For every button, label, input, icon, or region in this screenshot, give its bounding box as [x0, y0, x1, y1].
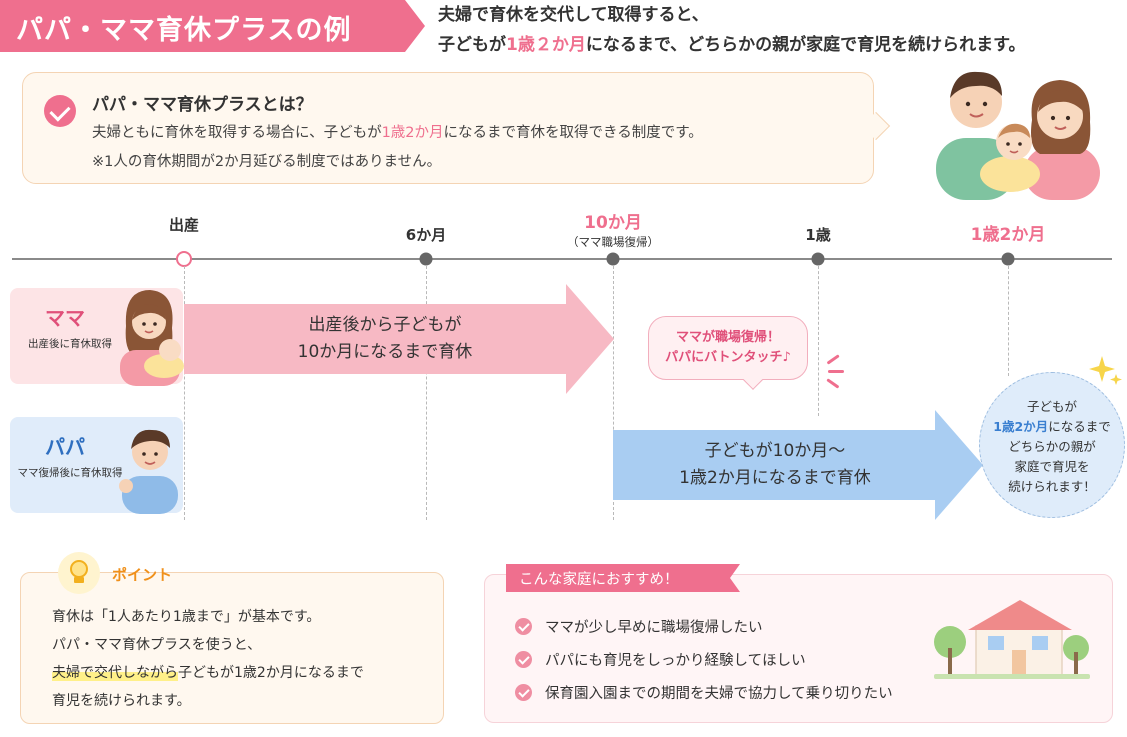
check-icon — [515, 618, 532, 635]
spark-mark — [826, 378, 840, 389]
page-title: パパ・ママ育休プラスの例 — [16, 15, 352, 46]
timeline-guide — [818, 266, 819, 416]
spark-mark — [826, 354, 840, 365]
timeline-label-1y: 1歳 — [805, 226, 831, 244]
header-desc-line1: 夫婦で育休を交代して取得すると、 — [438, 5, 709, 25]
result-highlight: 1歳2か月 — [993, 419, 1049, 434]
timeline-marker-1y — [811, 252, 825, 266]
timeline-sublabel-10m: （ママ職場復帰） — [567, 235, 659, 249]
result-line: 1歳2か月になるまで — [980, 417, 1124, 437]
title-banner-shape — [0, 0, 425, 52]
timeline-label-6m: 6か月 — [405, 226, 447, 244]
timeline-label-1y2m: 1歳2か月 — [970, 225, 1046, 245]
point-title: ポイント — [112, 566, 173, 584]
point-line: 夫婦で交代しながら子どもが1歳2か月になるまで — [52, 662, 364, 682]
bubble-line: ママが職場復帰！ — [675, 330, 780, 345]
point-line: 育休は「1人あたり1歳まで」が基本です。 — [52, 609, 321, 625]
mama-leave-arrow — [184, 284, 614, 394]
header-description: 夫婦で育休を交代して取得すると、 子どもが1歳２か月になるまで、どちらかの親が家… — [438, 0, 1025, 60]
point-box — [20, 572, 444, 724]
timeline-marker-birth — [176, 251, 192, 267]
mama-leave-line: 出産後から子どもが — [308, 315, 462, 335]
header-desc-line2: 子どもが1歳２か月になるまで、どちらかの親が家庭で育児を続けられます。 — [438, 30, 1025, 60]
info-highlight: 1歳2か月 — [381, 125, 444, 141]
timeline-marker-6m — [419, 252, 433, 266]
result-line: 子どもが — [1026, 399, 1077, 414]
mama-avatar — [120, 290, 184, 386]
lightbulb-base — [74, 577, 84, 583]
recommend-tag-shape — [506, 564, 740, 592]
timeline-marker-10m — [606, 252, 620, 266]
result-line: 家庭で育児を — [1014, 459, 1090, 474]
check-icon — [44, 95, 76, 127]
result-text: になるまで — [1048, 419, 1111, 434]
header-desc-highlight: 1歳２か月 — [506, 35, 586, 55]
timeline-guide — [184, 266, 185, 520]
spark-mark — [828, 370, 844, 373]
recommend-item: パパにも育児をしっかり経験してほしい — [545, 653, 806, 669]
info-text: になるまで育休を取得できる制度です。 — [443, 125, 703, 141]
timeline-guide — [613, 266, 614, 520]
result-line: 続けられます！ — [1008, 479, 1096, 494]
mama-note: 出産後に育休取得 — [28, 338, 112, 350]
mama-label: ママ — [45, 306, 85, 330]
timeline-label-birth: 出産 — [168, 216, 200, 234]
timeline-guide — [1008, 266, 1009, 376]
check-icon — [515, 651, 532, 668]
papa-leave-arrow — [613, 410, 983, 520]
lightbulb-glass — [70, 560, 88, 578]
papa-label: パパ — [45, 435, 85, 459]
papa-note: ママ復帰後に育休取得 — [17, 467, 123, 479]
point-line: パパ・ママ育休プラスを使うと、 — [52, 637, 262, 653]
info-note: ※1人の育休期間が2か月延びる制度ではありません。 — [92, 154, 442, 170]
info-title: パパ・ママ育休プラスとは？ — [92, 95, 313, 115]
point-text: 子どもが1歳2か月になるまで — [178, 665, 364, 681]
result-circle: 子どもが 1歳2か月になるまで どちらかの親が 家庭で育児を 続けられます！ — [979, 372, 1125, 518]
point-line: 育児を続けられます。 — [52, 693, 191, 709]
handover-bubble: ママが職場復帰！ パパにバトンタッチ♪ — [648, 316, 808, 380]
house-illustration — [934, 600, 1090, 679]
recommend-item: ママが少し早めに職場復帰したい — [545, 620, 763, 636]
timeline-axis — [12, 258, 1112, 260]
sparkle-icon — [1089, 356, 1122, 385]
papa-leave-text: 子どもが10か月〜 1歳2か月になるまで育休 — [630, 438, 920, 492]
mama-leave-line: 10か月になるまで育休 — [297, 342, 473, 362]
bubble-line: パパにバトンタッチ♪ — [665, 350, 791, 365]
header-desc-text: になるまで、どちらかの親が家庭で育児を続けられます。 — [585, 35, 1026, 55]
point-highlight: 夫婦で交代しながら — [52, 665, 178, 681]
recommend-tag: こんな家庭におすすめ！ — [519, 572, 679, 588]
recommend-item: 保育園入園までの期間を夫婦で協力して乗り切りたい — [545, 686, 893, 702]
header-desc-text: 子どもが — [438, 35, 506, 55]
papa-avatar — [119, 429, 178, 514]
check-icon — [515, 684, 532, 701]
mama-leave-text: 出産後から子どもが 10か月になるまで育休 — [230, 312, 540, 366]
timeline-guide — [426, 266, 427, 520]
info-text: 夫婦ともに育休を取得する場合に、子どもが — [92, 125, 382, 141]
timeline-marker-1y2m — [1001, 252, 1015, 266]
family-illustration — [936, 71, 1100, 200]
papa-leave-line: 1歳2か月になるまで育休 — [679, 468, 871, 488]
title-banner: パパ・ママ育休プラスの例 — [0, 0, 425, 52]
info-description: 夫婦ともに育休を取得する場合に、子どもが1歳2か月になるまで育休を取得できる制度… — [92, 121, 703, 142]
papa-leave-line: 子どもが10か月〜 — [704, 441, 846, 461]
result-line: どちらかの親が — [1008, 439, 1096, 454]
timeline-label-10m: 10か月 — [584, 213, 642, 233]
